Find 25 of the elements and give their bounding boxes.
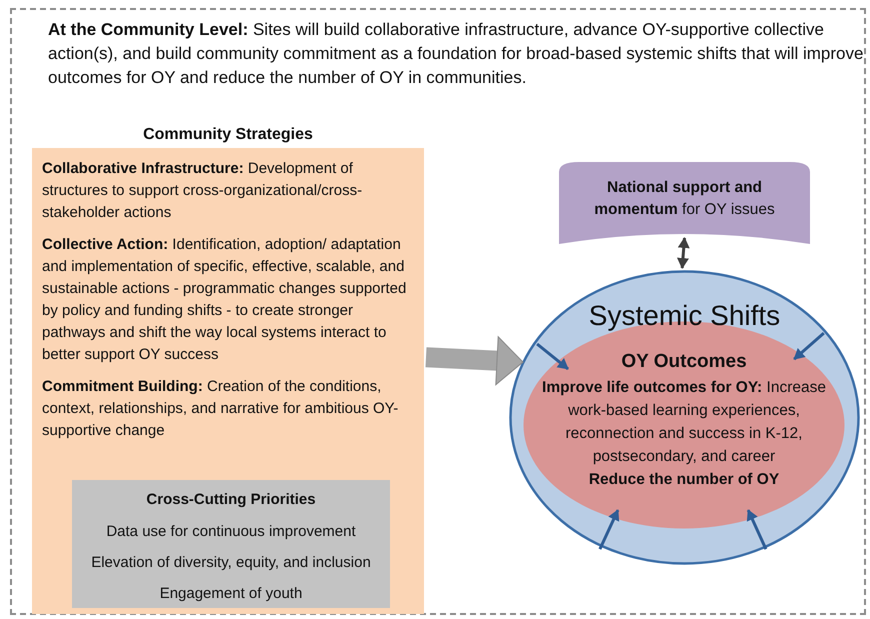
ellipse-heading: OY Outcomes	[620, 350, 748, 374]
list-item: Elevation of diversity, equity, and inclusion	[90, 553, 372, 573]
list-item: Engagement of youth	[158, 584, 304, 604]
dashed-frame	[10, 8, 866, 615]
intro-paragraph: At the Community Level: Sites will build collaborative infrastructure, advance OY-supportive collective action(s), and build community commitment as a foundation for broad-based systemic shifts that will improve outcomes for OY and reduce the number of OY in communities.	[48, 19, 864, 89]
arrow	[598, 509, 620, 550]
paragraph: Improve life outcomes for OY: Increase work-based learning experiences, reconnection and success in K-12, postsecondary, and career	[541, 378, 827, 467]
double-arrow	[676, 237, 690, 269]
banner-text: National support and momentum for OY issues	[593, 178, 776, 220]
box-heading: Cross-Cutting Priorities	[145, 490, 317, 510]
arrow	[793, 332, 825, 360]
banner-shape	[559, 162, 810, 247]
paragraph: Collaborative Infrastructure: Development of structures to support cross-organizational/cross-stakeholder actions	[42, 159, 364, 223]
priorities-box	[72, 480, 390, 608]
block-arrow	[426, 336, 524, 386]
list-item: Data use for continuous improvement	[105, 522, 357, 542]
paragraph: Collective Action: Identification, adoption/ adaptation and implementation of specific, effective, scalable, and sustainable actions - programmatic changes supported by policy and funding shifts - to create stronger pathways and shift the way local systems interact to better support OY success	[42, 235, 408, 365]
paragraph: Commitment Building: Creation of the conditions, context, relationships, and narrative for ambitious OY-supportive change	[42, 377, 400, 441]
arrow	[746, 509, 768, 550]
arrow	[536, 342, 569, 370]
ring-title: Systemic Shifts	[588, 300, 782, 332]
panel-heading: Community Strategies	[142, 125, 314, 145]
closing-line: Reduce the number of OY	[588, 470, 780, 490]
strategies-panel	[32, 124, 424, 614]
outer-ellipse	[509, 270, 860, 565]
